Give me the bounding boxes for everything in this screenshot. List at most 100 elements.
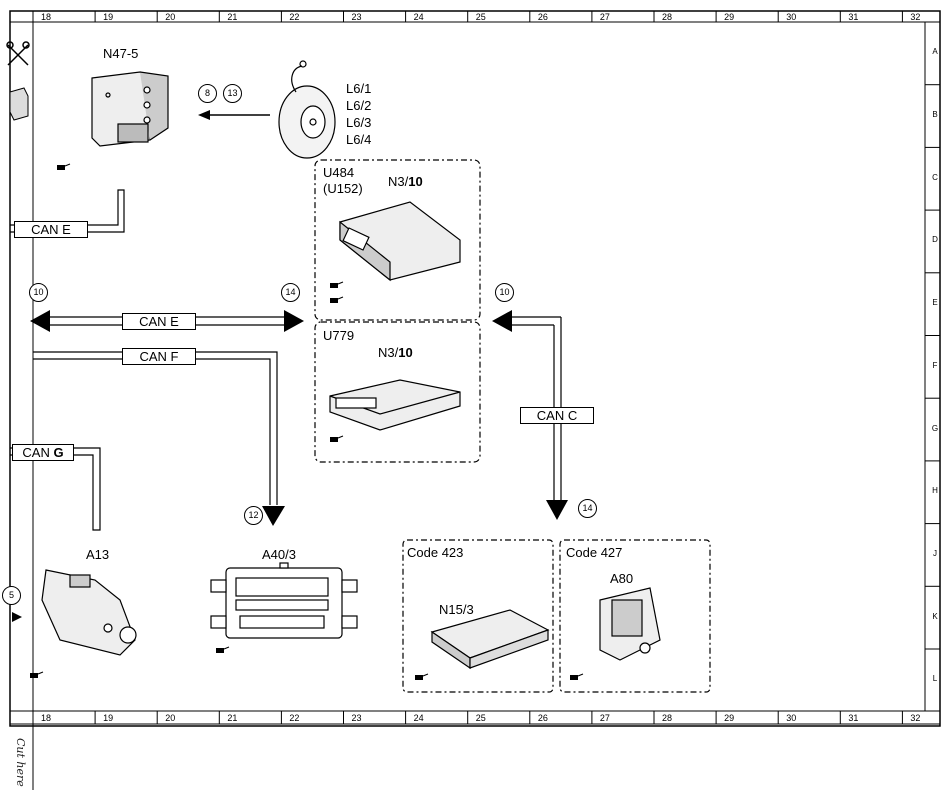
column-label-bottom: 32 xyxy=(910,713,921,723)
can-e-top-line xyxy=(10,189,125,233)
n15-3-label: N15/3 xyxy=(439,602,474,617)
row-label: E xyxy=(932,298,938,308)
l6-2-label: L6/2 xyxy=(346,98,372,113)
cut-here-label: Cut here xyxy=(14,738,27,787)
n3-10-u779-control-unit-icon xyxy=(329,379,461,431)
column-label: 25 xyxy=(475,12,486,22)
n15-3-ground-icon xyxy=(415,673,429,680)
column-label: 20 xyxy=(165,12,176,22)
column-label-bottom: 25 xyxy=(475,713,486,723)
n3-10-top-label: N3/10 xyxy=(388,175,423,189)
u779-group-border xyxy=(314,321,481,463)
can-g-bus-line xyxy=(10,447,101,531)
n3-10-control-unit-icon xyxy=(339,201,461,282)
can-f-arrow xyxy=(262,506,285,526)
n47-hydraulic-unit-icon xyxy=(91,71,169,147)
code-423-label: Code 423 xyxy=(407,545,464,560)
n3-prefix: N3/ xyxy=(378,345,399,360)
column-label: 32 xyxy=(910,12,921,22)
a13-component-icon xyxy=(41,569,137,656)
row-label: D xyxy=(932,235,938,245)
column-label-bottom: 30 xyxy=(786,713,797,723)
can-c-label: CAN C xyxy=(520,407,594,424)
can-g-label: CAN G xyxy=(12,444,74,461)
column-label-bottom: 26 xyxy=(537,713,548,723)
u779-ground-icon xyxy=(330,435,344,442)
a13-ground-icon xyxy=(30,671,44,678)
a13-label: A13 xyxy=(86,547,110,562)
n3-10-ground-icon-2 xyxy=(330,296,344,303)
u484-group-border xyxy=(314,159,481,321)
partial-component-icon xyxy=(9,87,29,121)
row-label: A xyxy=(932,47,938,57)
scissors-icon xyxy=(6,41,30,66)
column-label-bottom: 27 xyxy=(599,713,610,723)
ref-14-top-marker: 14 xyxy=(281,283,300,302)
n3-suffix: 10 xyxy=(398,345,413,360)
column-label-bottom: 18 xyxy=(41,713,52,723)
column-label: 28 xyxy=(662,12,673,22)
a40-3-label: A40/3 xyxy=(262,547,296,562)
can-g-suffix: G xyxy=(53,445,64,460)
can-f-label: CAN F xyxy=(122,348,196,365)
can-e-top-label: CAN E xyxy=(14,221,88,238)
row-label: G xyxy=(931,423,939,433)
n3-prefix: N3/ xyxy=(388,174,409,189)
n15-3-module-icon xyxy=(430,609,550,670)
ref-10-left-marker: 10 xyxy=(29,283,48,302)
a80-label: A80 xyxy=(610,571,634,586)
code427-group-border xyxy=(559,539,711,693)
l6-3-label: L6/3 xyxy=(346,115,372,130)
wheel-speed-sensor-icon xyxy=(278,60,336,159)
row-label: H xyxy=(932,486,938,496)
n3-suffix: 10 xyxy=(408,174,423,189)
column-label-bottom: 23 xyxy=(351,713,362,723)
n47-5-label: N47-5 xyxy=(103,46,139,61)
row-label: J xyxy=(933,548,937,558)
column-label: 19 xyxy=(103,12,114,22)
column-label: 27 xyxy=(599,12,610,22)
a80-module-icon xyxy=(599,587,661,661)
column-label-bottom: 29 xyxy=(724,713,735,723)
column-label-bottom: 20 xyxy=(165,713,176,723)
ref-8-marker: 8 xyxy=(198,84,217,103)
arrow-to-n47 xyxy=(198,110,270,120)
can-g-prefix: CAN xyxy=(22,445,54,460)
row-label: K xyxy=(932,611,938,621)
u779-label: U779 xyxy=(323,328,355,343)
row-label: B xyxy=(932,110,938,120)
can-e-label: CAN E xyxy=(122,313,196,330)
column-label-bottom: 28 xyxy=(662,713,673,723)
column-label: 31 xyxy=(848,12,859,22)
row-label: L xyxy=(932,674,938,684)
column-label: 29 xyxy=(724,12,735,22)
n3-10-ground-icon-1 xyxy=(330,281,344,288)
ref-13-marker: 13 xyxy=(223,84,242,103)
column-label: 21 xyxy=(227,12,238,22)
code423-group-border xyxy=(402,539,554,693)
column-label-bottom: 31 xyxy=(848,713,859,723)
can-f-bus-line xyxy=(33,351,278,505)
row-label: F xyxy=(932,360,938,370)
u484-label: U484 xyxy=(323,165,355,180)
ref-5-marker: 5 xyxy=(2,586,21,605)
column-label: 18 xyxy=(41,12,52,22)
column-label-bottom: 22 xyxy=(289,713,300,723)
column-label: 26 xyxy=(537,12,548,22)
l6-1-label: L6/1 xyxy=(346,81,372,96)
column-label: 24 xyxy=(413,12,424,22)
l6-4-label: L6/4 xyxy=(346,132,372,147)
a40-3-ground-icon xyxy=(216,646,230,653)
a40-3-display-icon xyxy=(210,562,358,639)
column-label: 30 xyxy=(786,12,797,22)
n3-10-bottom-label: N3/10 xyxy=(378,346,413,360)
row-label: C xyxy=(932,172,938,182)
column-label-bottom: 19 xyxy=(103,713,114,723)
column-label: 22 xyxy=(289,12,300,22)
frame-border xyxy=(9,10,941,727)
code-427-label: Code 427 xyxy=(566,545,623,560)
u152-label: (U152) xyxy=(323,181,363,196)
column-label-bottom: 21 xyxy=(227,713,238,723)
column-label: 23 xyxy=(351,12,362,22)
